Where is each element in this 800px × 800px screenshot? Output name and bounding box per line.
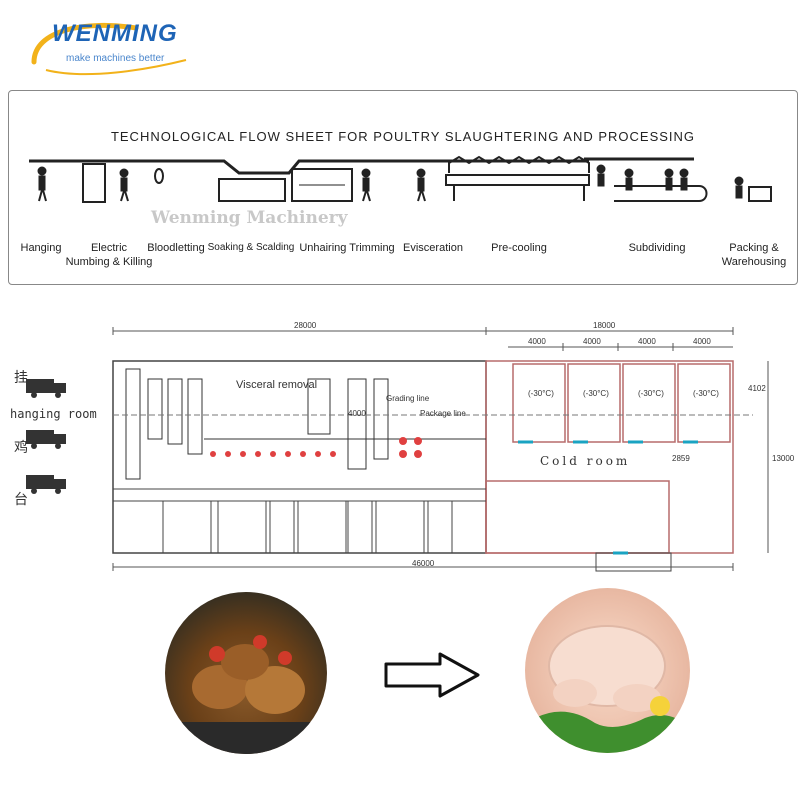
label-cold-room: Cold room <box>540 454 631 468</box>
stunner-box-icon <box>82 163 106 203</box>
step-label: Hanging <box>20 242 62 254</box>
package-box-icon <box>748 186 772 202</box>
step-pre-cooling: Pre-cooling <box>479 241 559 255</box>
floor-plan: 28000 18000 4000 4000 4000 4000 46000 13… <box>8 309 795 579</box>
packer-icon <box>734 176 744 199</box>
watermark: Wenming Machinery <box>151 208 348 228</box>
truck-icon <box>26 379 66 494</box>
cold-room-temp-2: (-30°C) <box>583 389 609 398</box>
brand-tagline: make machines better <box>66 53 165 64</box>
dimension-room-2: 4000 <box>583 337 601 346</box>
chiller-icon <box>448 155 590 173</box>
step-label: Electric <box>90 242 128 254</box>
worker-icon <box>361 168 371 202</box>
side-char-3: 台 <box>14 491 28 507</box>
step-label-line2: Warehousing <box>721 256 787 268</box>
worker-icon <box>37 166 47 202</box>
cutting-conveyor-icon <box>614 185 708 202</box>
side-char-1: 挂 <box>14 369 28 385</box>
conveyor-line <box>29 159 589 175</box>
flow-sheet-drawing <box>29 155 772 203</box>
step-soaking-scalding: Soaking & Scalding <box>205 241 297 255</box>
dimension-room-1: 4000 <box>528 337 546 346</box>
label-visceral-removal: Visceral removal <box>236 379 318 391</box>
step-label-line2: Numbing & Killing <box>65 256 153 268</box>
plucker-icon <box>291 168 353 202</box>
worker-icon <box>596 164 606 187</box>
dimension-room-4: 4000 <box>693 337 711 346</box>
cold-room-temp-3: (-30°C) <box>638 389 664 398</box>
brand-logo: WENMING make machines better <box>26 20 196 80</box>
worker-icon <box>119 168 129 202</box>
step-label: Soaking & Scalding <box>207 242 295 253</box>
floor-plan-drawing <box>26 327 769 572</box>
dimension-side: 4102 <box>748 384 766 393</box>
worker-icon <box>624 168 689 191</box>
step-bloodletting: Bloodletting <box>141 241 211 255</box>
dimension-mid: 4000 <box>348 409 366 418</box>
shackle-icon <box>154 168 164 184</box>
transition-arrow <box>382 650 482 700</box>
cold-room-temp-1: (-30°C) <box>528 389 554 398</box>
scalding-tank-icon <box>218 178 286 202</box>
step-hanging: Hanging <box>13 241 69 255</box>
step-packing-warehousing: Packing & Warehousing <box>715 241 793 269</box>
step-evisceration: Evisceration <box>397 241 469 255</box>
dimension-total-top: 28000 <box>294 321 317 330</box>
side-char-2: 鸡 <box>14 439 28 455</box>
flow-sheet-title: TECHNOLOGICAL FLOW SHEET FOR POULTRY SLA… <box>110 129 696 144</box>
step-label: Packing & <box>729 242 779 254</box>
chicken-icon <box>165 635 327 754</box>
processed-chicken-photo <box>525 588 690 753</box>
label-package-line: Package line <box>420 409 466 418</box>
cold-room-temp-4: (-30°C) <box>693 389 719 398</box>
step-label: Bloodletting <box>147 242 205 254</box>
dimension-total-bottom: 46000 <box>412 559 435 568</box>
dimension-right-top: 18000 <box>593 321 616 330</box>
step-unhairing-trimming: Unhairing Trimming <box>297 241 397 255</box>
step-label: Evisceration <box>403 242 463 254</box>
live-chickens-photo <box>165 592 327 754</box>
dimension-height: 13000 <box>772 454 795 463</box>
equipment-markers <box>210 437 422 458</box>
step-label: Unhairing Trimming <box>299 242 395 254</box>
dimension-room-3: 4000 <box>638 337 656 346</box>
label-grading-line: Grading line <box>386 394 430 403</box>
step-label: Pre-cooling <box>491 242 547 254</box>
step-subdividing: Subdividing <box>617 241 697 255</box>
brand-name: WENMING <box>52 20 178 47</box>
dimension-cold: 2859 <box>672 454 690 463</box>
step-label: Subdividing <box>628 242 686 254</box>
flow-sheet-panel: TECHNOLOGICAL FLOW SHEET FOR POULTRY SLA… <box>8 90 798 285</box>
whole-chicken-icon <box>535 625 685 753</box>
logo-swoosh-icon <box>31 22 187 76</box>
label-hanging-room: hanging room <box>10 407 97 421</box>
right-arrow-icon <box>384 652 480 698</box>
step-electric-numbing: Electric Numbing & Killing <box>61 241 157 269</box>
worker-icon <box>416 168 426 202</box>
